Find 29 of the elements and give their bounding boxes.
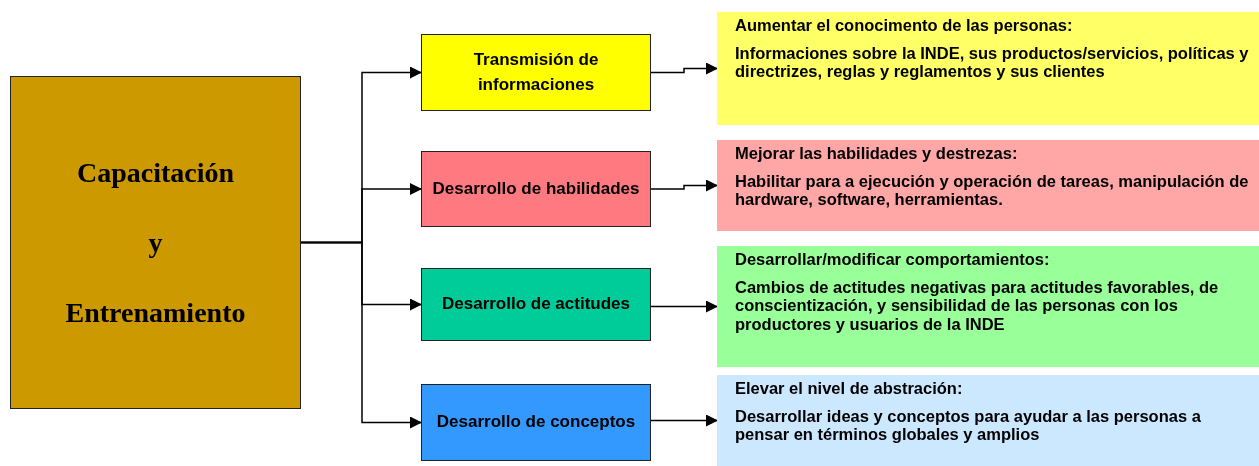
title-word: Capacitación bbox=[76, 156, 235, 189]
description-panel bbox=[717, 375, 1259, 466]
arrow bbox=[650, 62, 718, 75]
arrow bbox=[650, 179, 718, 192]
main-box bbox=[10, 76, 301, 409]
title-word: Entrenamiento bbox=[65, 296, 246, 329]
panel-text: Desarrollar ideas y conceptos para ayudar a las personas a pensar en términos globales y amplios bbox=[735, 406, 1202, 444]
box-label: Desarrollo de actitudes bbox=[442, 293, 630, 316]
arrow bbox=[650, 300, 718, 313]
panel-text: Cambios de actitudes negativas para actitudes favorables, de conscientización, y sensibilidad de las personas con los productores y usuarios de la INDE bbox=[735, 277, 1220, 334]
panel-heading: Aumentar el conocimento de las personas: bbox=[735, 16, 1074, 35]
panel-heading: Elevar el nivel de abstración: bbox=[735, 379, 964, 398]
description-panel bbox=[717, 12, 1259, 125]
arrow bbox=[300, 241, 422, 429]
box-label: Transmisión de informaciones bbox=[472, 48, 600, 96]
arrow bbox=[650, 414, 718, 427]
description-panel bbox=[717, 140, 1259, 231]
panel-text: Informaciones sobre la INDE, sus productos/servicios, políticas y directrizes, reglas y reglamentos y sus clientes bbox=[735, 43, 1250, 81]
process-box bbox=[421, 151, 651, 227]
description-panel bbox=[717, 246, 1259, 367]
process-box bbox=[421, 268, 651, 341]
box-label: Desarrollo de habilidades bbox=[432, 177, 640, 200]
box-label: Desarrollo de conceptos bbox=[436, 411, 636, 434]
panel-heading: Mejorar las habilidades y destrezas: bbox=[735, 144, 1019, 163]
panel-heading: Desarrollar/modificar comportamientos: bbox=[735, 250, 1051, 269]
title-word: y bbox=[148, 226, 163, 259]
process-box bbox=[421, 34, 651, 111]
panel-text: Habilitar para a ejecución y operación de tareas, manipulación de hardware, software, herramientas. bbox=[735, 171, 1250, 209]
process-box bbox=[421, 384, 651, 461]
